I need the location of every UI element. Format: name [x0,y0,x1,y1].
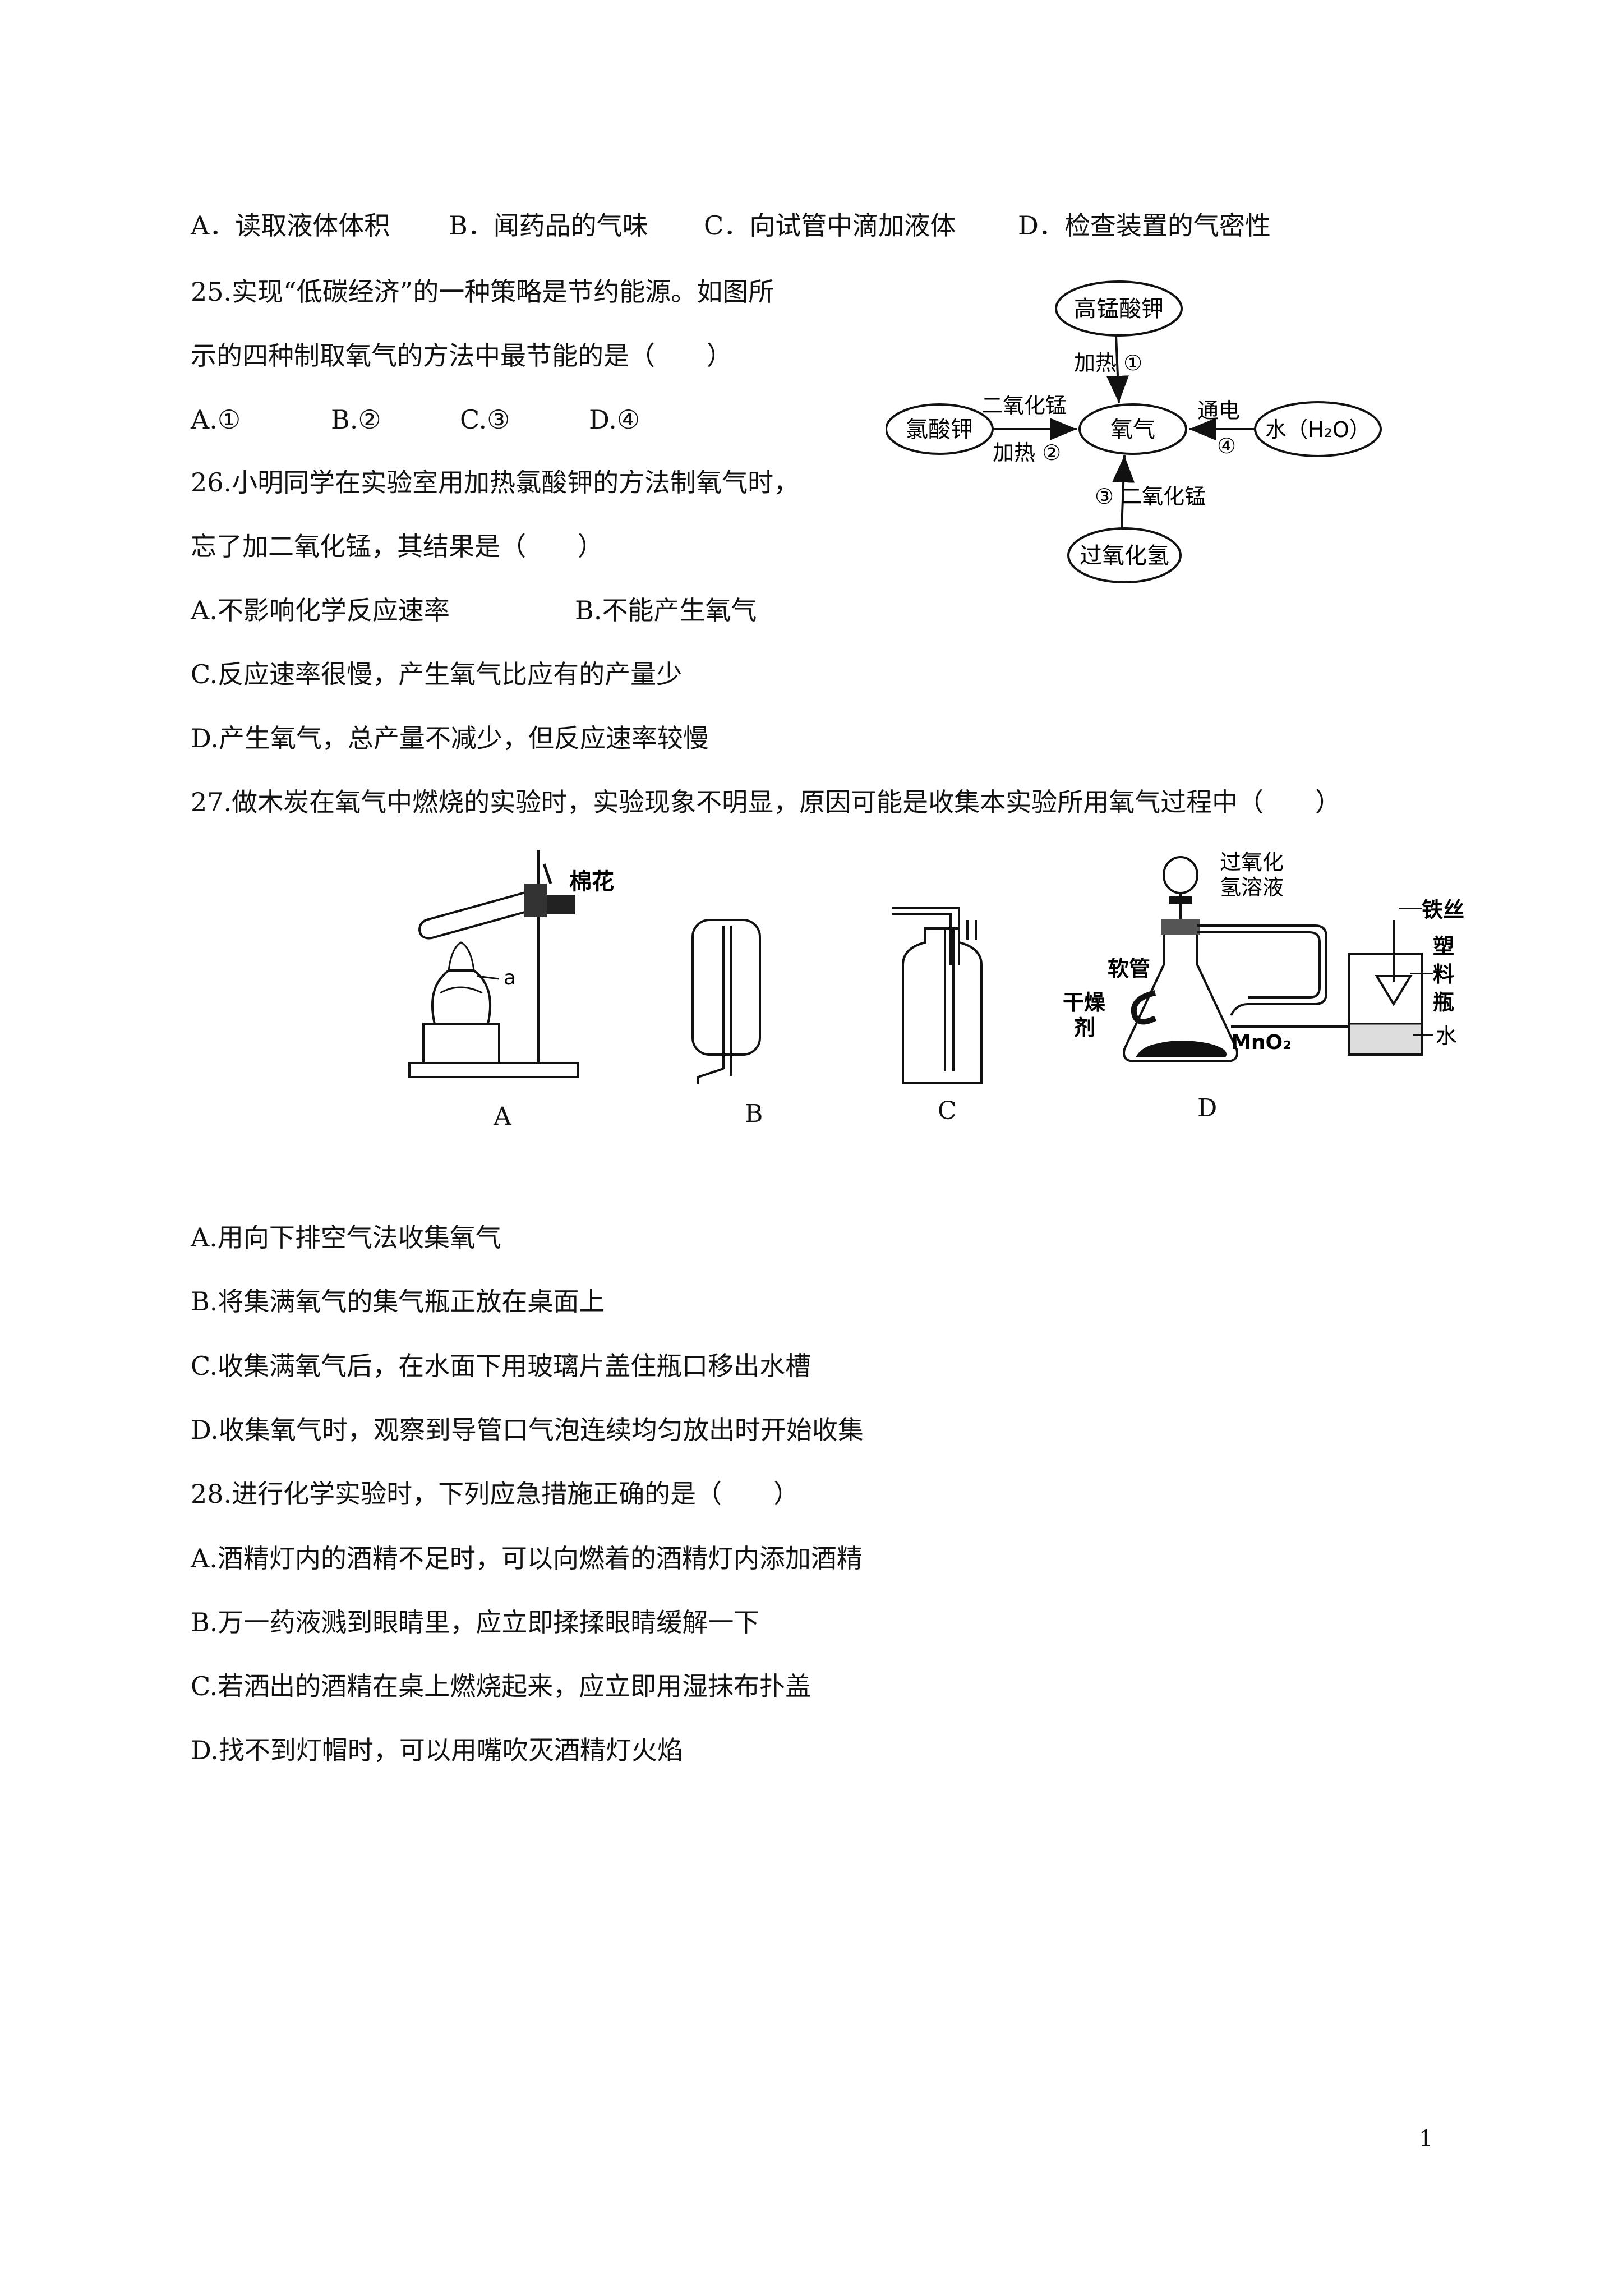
node-right-label: 水（H₂O） [1265,417,1371,442]
q25-option-b: B.② [331,404,381,435]
q27-option-c: C.收集满氧气后，在水面下用玻璃片盖住瓶口移出水槽 [191,1351,811,1381]
q25-stem-line1: 25.实现“低碳经济”的一种策略是节约能源。如图所 [191,277,774,307]
label-desiccant-line1: 干燥 [1063,990,1106,1015]
label-cotton: 棉花 [569,869,614,895]
q26-stem-line1: 26.小明同学在实验室用加热氯酸钾的方法制氧气时， [191,467,800,498]
label-water: 水 [1436,1024,1457,1048]
apparatus-d: 过氧化 氢溶液 软管 干燥 剂 MnO₂ 铁丝 塑 料 瓶 水 [1063,850,1464,1062]
left-arrow-top-label: 二氧化锰 [981,393,1067,418]
label-a: a [504,967,516,990]
q28-option-d: D.找不到灯帽时，可以用嘴吹灭酒精灯火焰 [191,1735,683,1765]
top-arrow-label: 加热 ① [1074,351,1142,375]
q25-option-a: A.① [191,404,241,435]
node-left-label: 氯酸钾 [906,417,973,443]
right-arrow-top-label: 通电 [1197,398,1240,423]
left-arrow-bottom-label: 加热 ② [993,440,1061,465]
apparatus-c [892,907,983,1084]
q24-option-b: B．闻药品的气味 [449,210,648,241]
label-bottle-3: 瓶 [1433,990,1454,1015]
q25-option-d: D.④ [589,404,640,435]
label-peroxide-line1: 过氧化 [1220,850,1284,875]
q27-stem: 27.做木炭在氧气中燃烧的实验时，实验现象不明显，原因可能是收集本实验所用氧气过… [191,787,1341,817]
apparatus-a: a 棉花 [408,850,614,1078]
q26-option-c: C.反应速率很慢，产生氧气比应有的产量少 [191,659,683,689]
label-bottle-1: 塑 [1433,934,1454,959]
q26-stem-line2: 忘了加二氧化锰，其结果是（ ） [191,531,603,562]
q24-option-c: C．向试管中滴加液体 [704,210,956,241]
q28-option-c: C.若洒出的酒精在桌上燃烧起来，应立即用湿抹布扑盖 [191,1671,811,1701]
node-top-label: 高锰酸钾 [1074,296,1164,322]
label-hose: 软管 [1108,956,1150,981]
q24-option-a: A．读取液体体积 [191,210,390,241]
figure-label-a: A [494,1102,511,1131]
q28-option-a: A.酒精灯内的酒精不足时，可以向燃着的酒精灯内添加酒精 [191,1543,863,1573]
q27-option-a: A.用向下排空气法收集氧气 [191,1222,501,1253]
node-bottom-label: 过氧化氢 [1080,543,1169,569]
node-hydrogen-peroxide [1067,527,1182,583]
q25-option-c: C.③ [460,404,510,435]
label-wire: 铁丝 [1422,898,1464,922]
page-number: 1 [1419,2126,1433,2152]
label-mno2: MnO₂ [1231,1031,1292,1054]
node-oxygen [1078,403,1187,455]
figure-label-b: B [745,1099,763,1128]
label-peroxide-line2: 氢溶液 [1220,875,1284,900]
figure-label-d: D [1197,1094,1218,1122]
q28-stem: 28.进行化学实验时，下列应急措施正确的是（ ） [191,1479,800,1509]
label-desiccant-line2: 剂 [1074,1015,1095,1040]
right-arrow-bottom-label: ④ [1217,434,1236,458]
apparatus-b [691,919,761,1084]
q27-option-d: D.收集氧气时，观察到导管口气泡连续均匀放出时开始收集 [191,1415,864,1445]
node-center-label: 氧气 [1110,417,1155,443]
q26-option-b: B.不能产生氧气 [575,595,757,625]
q27-option-b: B.将集满氧气的集气瓶正放在桌面上 [191,1286,605,1317]
label-bottle-2: 料 [1433,962,1454,987]
q28-option-b: B.万一药液溅到眼睛里，应立即揉揉眼睛缓解一下 [191,1607,760,1637]
q26-option-d: D.产生氧气，总产量不减少，但反应速率较慢 [191,723,709,753]
figure-label-c: C [938,1097,957,1125]
node-potassium-permanganate [1055,280,1183,337]
q24-option-d: D．检查装置的气密性 [1018,210,1271,241]
oxygen-methods-diagram: 高锰酸钾 氧气 氯酸钾 水（H₂O） 过氧化氢 加热 ① 二氧化锰 加热 ② 通… [886,280,1382,583]
bottom-arrow-label: ③ 二氧化锰 [1095,484,1206,509]
q26-option-a: A.不影响化学反应速率 [191,595,450,625]
q25-stem-line2: 示的四种制取氧气的方法中最节能的是（ ） [191,341,732,371]
